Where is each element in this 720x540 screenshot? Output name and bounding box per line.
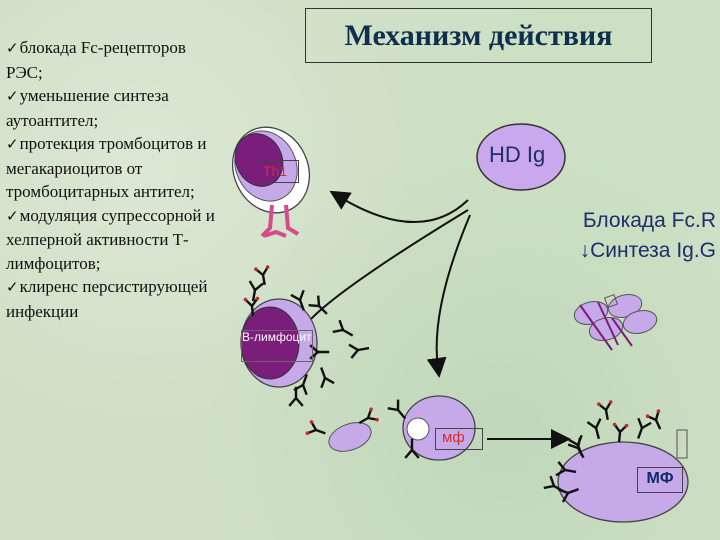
- bullet-list: ✓блокада Fc-рецепторов РЭС; ✓уменьшение …: [6, 36, 221, 323]
- b-lymphocyte-label: В-лимфоциты: [241, 330, 313, 362]
- small-macrophage-label: мф: [435, 428, 483, 450]
- bullet-item-3: ✓протекция тромбоцитов и мегакариоцитов …: [6, 132, 221, 204]
- bullet-text: протекция тромбоцитов и мегакариоцитов о…: [6, 134, 207, 201]
- blockade-line-1: Блокада Fc.R: [582, 209, 716, 232]
- hd-ig-label: HD Ig: [489, 142, 546, 167]
- bullet-text: клиренс персистирующей инфекции: [6, 277, 208, 321]
- check-icon: ✓: [6, 135, 19, 153]
- check-icon: ✓: [6, 278, 19, 296]
- blockade-line-2: ↓Синтеза Ig.G: [579, 239, 716, 262]
- bullet-text: уменьшение синтеза аутоантител;: [6, 86, 169, 130]
- bullet-text: модуляция супрессорной и хелперной актив…: [6, 205, 215, 273]
- large-macrophage-label: МФ: [637, 467, 683, 493]
- check-icon: ✓: [6, 206, 19, 225]
- arrow-curve-b: [301, 209, 469, 331]
- blockade-text: Блокада Fc.R ↓Синтеза Ig.G: [538, 206, 716, 266]
- slide-title: Механизм действия: [305, 8, 652, 63]
- bullet-item-5: ✓клиренс персистирующей инфекции: [6, 275, 221, 323]
- bullet-item-4: ✓модуляция супрессорной и хелперной акти…: [6, 204, 221, 276]
- bullet-item-2: ✓уменьшение синтеза аутоантител;: [6, 84, 221, 132]
- bullet-item-1: ✓блокада Fc-рецепторов РЭС;: [6, 36, 221, 84]
- bullet-text: блокада Fc-рецепторов РЭС;: [6, 38, 186, 82]
- th1-label: Th1: [259, 160, 299, 183]
- hd-ig-circle: [476, 123, 566, 191]
- check-icon: ✓: [6, 39, 19, 57]
- check-icon: ✓: [6, 87, 19, 105]
- opsonized-platelets-upper: [573, 293, 658, 351]
- arrow-to-th1: [329, 190, 469, 224]
- th1-cell: [232, 126, 310, 238]
- large-macrophage-cell: [543, 398, 689, 523]
- arrow-to-macrophage: [426, 214, 471, 378]
